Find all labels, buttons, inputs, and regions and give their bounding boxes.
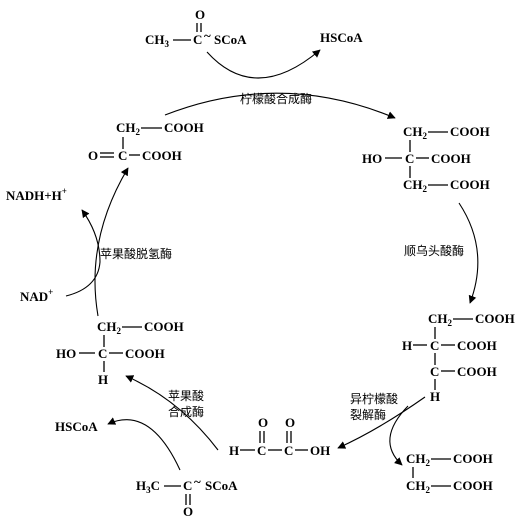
citrate-cooh-1: COOH: [450, 124, 490, 139]
succinate-cooh-2: COOH: [453, 478, 493, 493]
glyoxylate: O O H C C OH: [229, 415, 330, 458]
malate-cooh-1: COOH: [144, 319, 184, 334]
malate-ho: HO: [56, 346, 76, 361]
enzyme-aconitase: 顺乌头酸酶: [404, 243, 464, 258]
glyoxylate-carbon-2: C: [284, 443, 293, 458]
oxaloacetate-carbon: C: [118, 148, 127, 163]
enzyme-isocitrate-lyase-line-1: 异柠檬酸: [350, 391, 398, 406]
malate: CH2 COOH HO C COOH H: [56, 319, 184, 387]
glyoxylate-oh: OH: [310, 443, 330, 458]
hscoa-bottom-label: HSCoA: [55, 419, 98, 434]
isocitrate-to-glyoxylate-arrow: [337, 396, 426, 449]
nad-to-nadh-arrow: [65, 209, 101, 297]
enzyme-malate-synthase-line-1: 苹果酸: [168, 388, 204, 403]
acetyl-coa-to-hscoa-arrow: [206, 49, 321, 79]
isocitrate-h-left: H: [402, 338, 412, 353]
isocitrate-carbon-2: C: [430, 364, 439, 379]
acetyl-coa-top: O CH3 C ~ SCoA: [145, 7, 247, 49]
isocitrate-to-succinate-arrow: [389, 405, 409, 466]
citrate-carbon: C: [405, 151, 414, 166]
hscoa-top-label: HSCoA: [320, 30, 363, 45]
citrate-to-isocitrate-arrow: [458, 202, 479, 304]
enzyme-malate-synthase-line-2: 合成酶: [168, 404, 204, 419]
malate-carbon: C: [98, 346, 107, 361]
glyoxylate-to-malate-arrow: [125, 375, 219, 451]
glyoxylate-oxygen-1: O: [258, 415, 268, 430]
malate-ch2: CH2: [97, 319, 122, 336]
citrate-ch2-top: CH2: [403, 124, 428, 141]
acetyl-coa-top-oxygen: O: [195, 7, 205, 22]
isocitrate-h-bottom: H: [430, 389, 440, 404]
acetyl-coa-bottom-carbon: C: [183, 478, 192, 493]
citrate-cooh-2: COOH: [431, 151, 471, 166]
malate-to-oxaloacetate-arrow: [94, 167, 129, 317]
nadh-label: NADH+H+: [6, 186, 67, 203]
acetyl-coa-top-ch3: CH3: [145, 32, 170, 49]
enzyme-isocitrate-lyase-line-2: 裂解酶: [350, 407, 386, 422]
acetyl-coa-bottom-tilde: ~: [194, 474, 201, 489]
oxaloacetate-to-citrate-arrow: [164, 92, 396, 119]
citrate: CH2 COOH HO C COOH CH2 COOH: [362, 124, 490, 194]
enzyme-malate-dehydrogenase: 苹果酸脱氢酶: [100, 246, 172, 261]
acetyl-coa-bottom-h3c: H3C: [136, 478, 160, 495]
oxaloacetate-ch2: CH2: [116, 120, 141, 137]
succinate: CH2 COOH CH2 COOH: [406, 451, 493, 495]
citrate-ch2-bottom: CH2: [403, 177, 428, 194]
citrate-cooh-3: COOH: [450, 177, 490, 192]
isocitrate-cooh-2: COOH: [457, 338, 497, 353]
succinate-ch2-top: CH2: [406, 451, 431, 468]
oxaloacetate-cooh-2: COOH: [142, 148, 182, 163]
glyoxylate-oxygen-2: O: [285, 415, 295, 430]
enzyme-citrate-synthase: 柠檬酸合成酶: [240, 91, 312, 106]
acetyl-coa-top-scoa: SCoA: [214, 32, 247, 47]
oxaloacetate-oxygen: O: [88, 148, 98, 163]
acetyl-coa-top-tilde: ~: [204, 28, 211, 43]
acetyl-coa-top-carbon: C: [193, 32, 202, 47]
isocitrate-carbon-1: C: [430, 338, 439, 353]
oxaloacetate: CH2 COOH O C COOH: [88, 120, 204, 163]
citrate-ho: HO: [362, 151, 382, 166]
isocitrate: CH2 COOH H C COOH C COOH H: [402, 311, 515, 404]
oxaloacetate-cooh-1: COOH: [164, 120, 204, 135]
nad-label: NAD+: [20, 287, 53, 304]
glyoxylate-h: H: [229, 443, 239, 458]
isocitrate-cooh-1: COOH: [475, 311, 515, 326]
glyoxylate-carbon-1: C: [257, 443, 266, 458]
malate-cooh-2: COOH: [125, 346, 165, 361]
isocitrate-ch2: CH2: [428, 311, 453, 328]
acetyl-coa-bottom: H3C C ~ SCoA O: [136, 474, 238, 519]
isocitrate-cooh-3: COOH: [457, 364, 497, 379]
acetyl-coa-bottom-oxygen: O: [183, 504, 193, 519]
succinate-cooh-1: COOH: [453, 451, 493, 466]
acetyl-coa-to-hscoa-bottom-arrow: [107, 417, 181, 471]
succinate-ch2-bottom: CH2: [406, 478, 431, 495]
malate-h: H: [98, 372, 108, 387]
acetyl-coa-bottom-scoa: SCoA: [205, 478, 238, 493]
